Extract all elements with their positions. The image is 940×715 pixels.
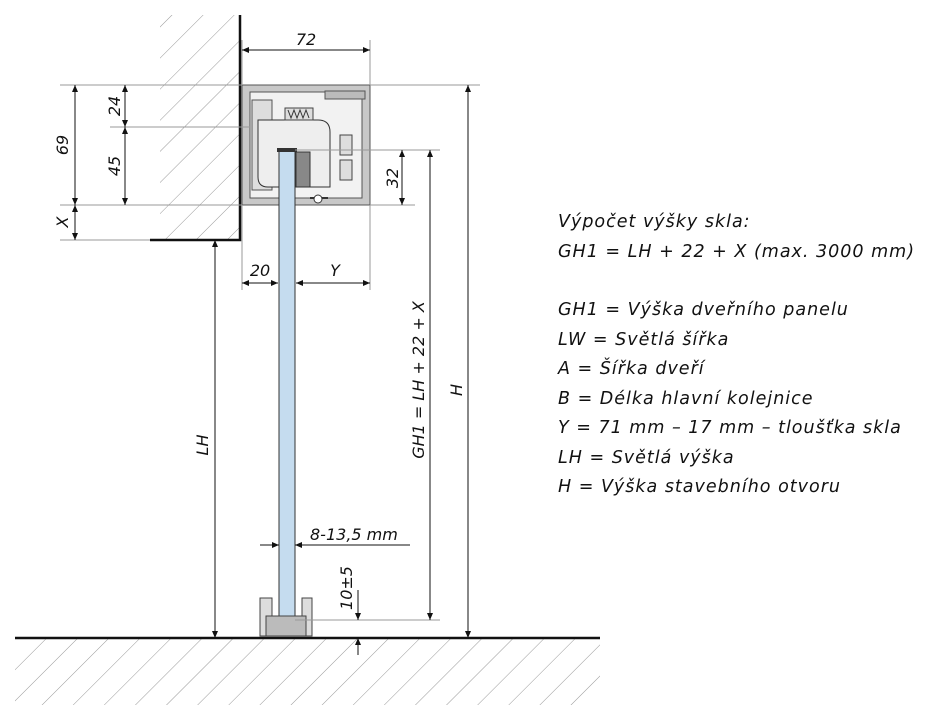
legend-item: GH1 = Výška dveřního panelu [558, 300, 849, 320]
dim-32: 32 [383, 168, 402, 188]
top-track-profile [241, 84, 371, 206]
legend-item: B = Délka hlavní kolejnice [558, 388, 814, 409]
legend-item: LH = Světlá výška [558, 447, 735, 468]
dim-24: 24 [105, 96, 124, 116]
legend-item: H = Výška stavebního otvoru [558, 477, 841, 497]
dim-glass-thickness: 8-13,5 mm [310, 525, 398, 544]
dim-69: 69 [53, 135, 72, 155]
floor [15, 636, 600, 705]
dim-floor-gap: 10±5 [337, 566, 356, 610]
dim-72: 72 [296, 30, 316, 49]
legend: Výpočet výšky skla: GH1 = LH + 22 + X (m… [558, 208, 915, 503]
legend-item: LW = Světlá šířka [558, 329, 730, 350]
dimension-lines [60, 40, 480, 655]
dim-h: H [447, 384, 466, 396]
legend-item: A = Šířka dveří [558, 359, 705, 379]
dim-45: 45 [105, 156, 124, 176]
dim-glass-height: GH1 = LH + 22 + X [409, 300, 428, 459]
floor-guide [259, 597, 313, 637]
dim-y: Y [330, 261, 341, 280]
dim-x: X [53, 215, 72, 228]
legend-formula: GH1 = LH + 22 + X (max. 3000 mm) [558, 241, 916, 262]
legend-title: Výpočet výšky skla: [558, 212, 751, 232]
dim-20: 20 [250, 261, 270, 280]
dim-lh: LH [193, 435, 212, 456]
legend-item: Y = 71 mm – 17 mm – tloušťka skla [558, 418, 902, 438]
glass-panel [278, 149, 296, 621]
